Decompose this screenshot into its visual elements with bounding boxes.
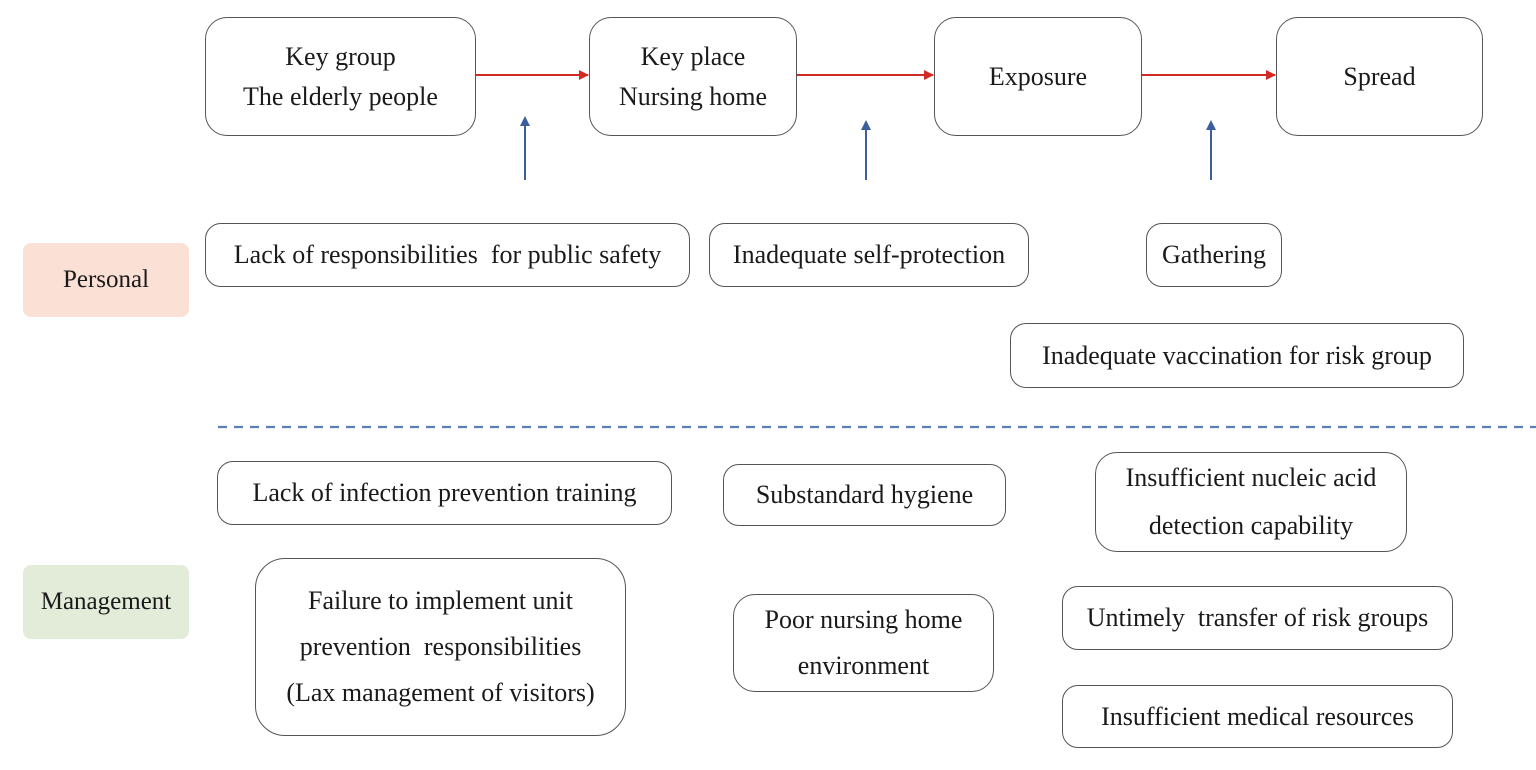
management-factor-unit-responsibilities: Failure to implement unit prevention res…	[255, 558, 626, 736]
flow-node-key-group-line-2: The elderly people	[243, 81, 438, 111]
management-factor-medical-resources: Insufficient medical resources	[1062, 685, 1453, 748]
personal-factor-self-protection: Inadequate self-protection	[709, 223, 1029, 287]
flow-node-exposure: Exposure	[934, 17, 1142, 136]
personal-factor-public-safety: Lack of responsibilities for public safe…	[205, 223, 690, 287]
management-factor-transfer: Untimely transfer of risk groups	[1062, 586, 1453, 650]
management-factor-medical-resources-text: Insufficient medical resources	[1101, 701, 1414, 731]
management-factor-training-text: Lack of infection prevention training	[252, 478, 637, 507]
management-factor-hygiene: Substandard hygiene	[723, 464, 1006, 526]
management-factor-nucleic-acid: Insufficient nucleic acid detection capa…	[1095, 452, 1407, 552]
flow-node-key-place: Key place Nursing home	[589, 17, 797, 136]
personal-factor-gathering: Gathering	[1146, 223, 1282, 287]
personal-factor-public-safety-text: Lack of responsibilities for public safe…	[233, 240, 662, 269]
management-factor-nucleic-acid-line-2: detection capability	[1148, 511, 1354, 540]
management-factor-training: Lack of infection prevention training	[217, 461, 672, 525]
influence-arrow-2-head	[861, 120, 871, 130]
influence-arrow-1-head	[520, 116, 530, 126]
management-factor-nucleic-acid-line-1: Insufficient nucleic acid	[1125, 463, 1377, 492]
personal-factor-vaccination-text: Inadequate vaccination for risk group	[1042, 340, 1432, 370]
flow-node-exposure-line-1: Exposure	[988, 61, 1088, 91]
management-factor-unit-responsibilities-line-2: prevention responsibilities	[299, 632, 582, 661]
management-factor-unit-responsibilities-line-3: (Lax management of visitors)	[286, 678, 595, 707]
management-factor-environment: Poor nursing home environment	[733, 594, 994, 692]
personal-factor-gathering-text: Gathering	[1162, 240, 1266, 269]
flow-node-key-group-line-1: Key group	[285, 41, 396, 71]
management-factor-environment-line-1: Poor nursing home	[764, 605, 963, 634]
influence-arrow-3-head	[1206, 120, 1216, 130]
category-management: Management	[23, 565, 189, 639]
personal-factor-vaccination: Inadequate vaccination for risk group	[1010, 323, 1464, 388]
personal-factor-self-protection-text: Inadequate self-protection	[732, 240, 1006, 269]
category-personal: Personal	[23, 243, 189, 317]
flow-node-spread: Spread	[1276, 17, 1483, 136]
flow-node-spread-line-1: Spread	[1343, 61, 1416, 91]
management-factor-hygiene-text: Substandard hygiene	[755, 480, 974, 509]
flow-node-key-place-line-2: Nursing home	[618, 81, 768, 111]
management-factor-environment-line-2: environment	[797, 651, 930, 680]
management-factor-unit-responsibilities-line-1: Failure to implement unit	[307, 586, 573, 615]
category-management-label: Management	[40, 588, 172, 615]
category-personal-label: Personal	[62, 266, 150, 293]
management-factor-transfer-text: Untimely transfer of risk groups	[1086, 603, 1429, 632]
flow-node-key-group: Key group The elderly people	[205, 17, 476, 136]
flow-node-key-place-line-1: Key place	[640, 41, 746, 71]
